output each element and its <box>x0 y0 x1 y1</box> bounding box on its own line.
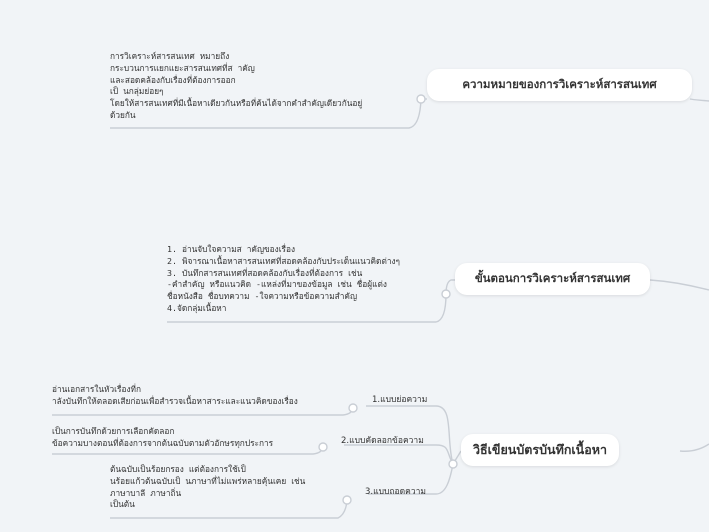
note-summary: อ่านเอกสารในหัวเรื่องที่ก าลังบันทึกให้ต… <box>52 384 298 406</box>
topic-node-steps[interactable]: ขั้นตอนการวิเคราะห์สารสนเทศ <box>455 263 650 295</box>
note-paraphrase: ต้นฉบับเป็นร้อยกรอง แต่ต้องการใช้เป็ นร้… <box>110 464 306 510</box>
subtopic-paraphrase[interactable]: 3.แบบถอดความ <box>365 487 426 497</box>
subtopic-copy[interactable]: 2.แบบคัดลอกข้อความ <box>341 436 424 446</box>
note-meaning: การวิเคราะห์สารสนเทศ หมายถึง กระบวนการแย… <box>110 51 363 120</box>
subtopic-summary[interactable]: 1.แบบย่อความ <box>372 395 428 405</box>
topic-node-meaning[interactable]: ความหมายของการวิเคราะห์สารสนเทศ <box>427 69 692 101</box>
topic-node-note-card[interactable]: วิธีเขียนบัตรบันทึกเนื้อหา <box>461 434 619 466</box>
note-steps: 1. อ่านจับใจความส าคัญของเรื่อง 2. พิจาร… <box>167 244 401 313</box>
note-copy: เป็นการบันทึกด้วยการเลือกคัดลอก ข้อความบ… <box>52 426 274 448</box>
